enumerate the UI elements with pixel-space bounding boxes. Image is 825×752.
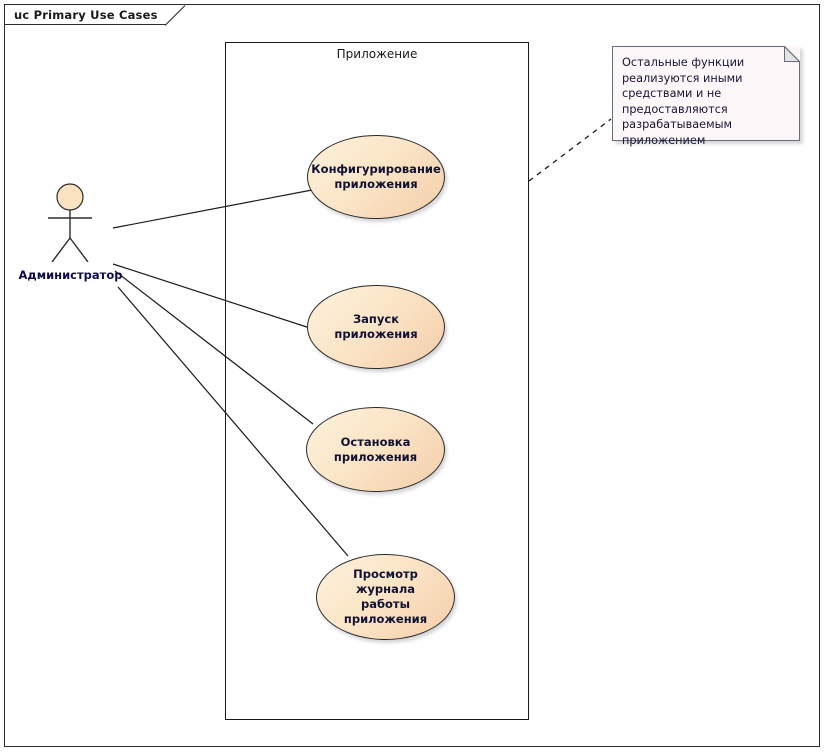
diagram-title-label: uc Primary Use Cases xyxy=(5,5,166,25)
actor-administrator[interactable] xyxy=(40,182,100,263)
use-case-configure-label: Конфигурирование приложения xyxy=(311,162,441,191)
use-case-view-log[interactable]: Просмотр журнала работы приложения xyxy=(316,554,455,640)
use-case-stop[interactable]: Остановка приложения xyxy=(306,407,445,492)
actor-administrator-label: Администратор xyxy=(18,268,123,282)
use-case-view-log-label: Просмотр журнала работы приложения xyxy=(343,567,428,626)
use-case-start[interactable]: Запуск приложения xyxy=(307,285,445,369)
note-text: Остальные функции реализуются иными сред… xyxy=(622,56,745,147)
actor-head-icon xyxy=(56,183,84,211)
use-case-start-label: Запуск приложения xyxy=(334,312,418,341)
note-box[interactable]: Остальные функции реализуются иными сред… xyxy=(612,46,800,147)
actor-leg-right-icon xyxy=(69,237,89,263)
system-boundary-label: Приложение xyxy=(336,47,418,61)
use-case-stop-label: Остановка приложения xyxy=(333,434,418,464)
note-fold-corner-icon xyxy=(784,46,800,62)
use-case-configure[interactable]: Конфигурирование приложения xyxy=(307,135,445,219)
actor-leg-left-icon xyxy=(51,237,71,263)
title-tab-slant-icon xyxy=(165,5,186,26)
